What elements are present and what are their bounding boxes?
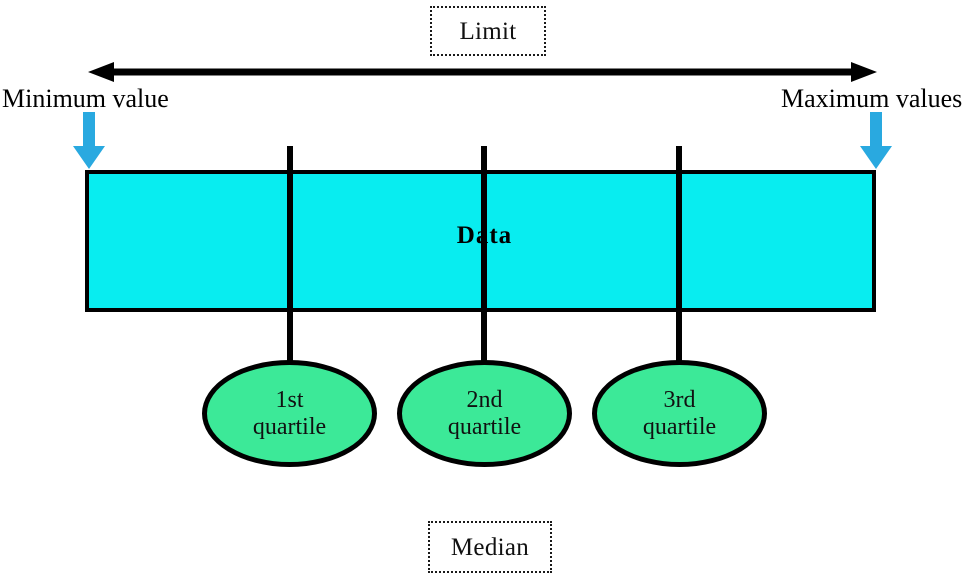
divider-3rd-quartile [676,146,682,366]
data-bar-label: Data [456,222,513,249]
median-label-box: Median [428,521,552,573]
minimum-value-label: Minimum value [2,84,169,113]
maximum-values-pointer-icon [859,112,893,170]
divider-1st-quartile [287,146,293,366]
minimum-value-pointer-icon [72,112,106,170]
divider-2nd-quartile [481,146,487,366]
median-label-text: Median [450,533,530,561]
limit-span-double-arrow-icon [80,58,885,88]
quartile-2-word: quartile [447,413,522,440]
quartile-3-rank: 3rd [663,386,696,413]
limit-label-box: Limit [430,6,546,56]
quartile-3-word: quartile [642,413,717,440]
quartile-1-word: quartile [252,413,327,440]
quartile-node-1: 1st quartile [202,360,377,467]
quartile-node-3: 3rd quartile [592,360,767,467]
quartile-1-rank: 1st [275,386,304,413]
quartile-2-rank: 2nd [466,386,503,413]
quartile-node-2: 2nd quartile [397,360,572,467]
data-bar [85,170,876,312]
maximum-values-label: Maximum values [781,84,963,113]
limit-label-text: Limit [459,17,517,45]
